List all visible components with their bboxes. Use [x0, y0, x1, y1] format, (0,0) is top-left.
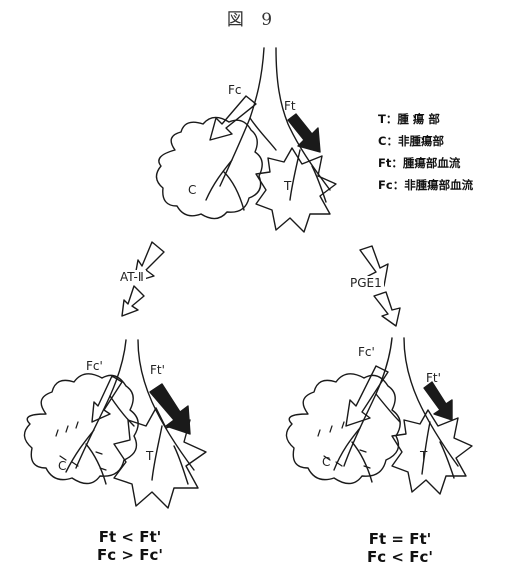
right-tumor [392, 410, 472, 494]
right-agent-label: PGE1 [348, 276, 384, 290]
legend: T：腫 瘍 部 C：非腫瘍部 Ft：腫瘍部血流 Fc：非腫瘍部血流 [378, 108, 473, 196]
right-ft-arrow [424, 382, 452, 420]
top-fc-label: Fc [228, 84, 242, 96]
right-comparison: Ft = Ft' Fc < Fc' [330, 530, 470, 566]
left-comparison: Ft < Ft' Fc > Fc' [60, 528, 200, 564]
left-fc-arrow [92, 376, 122, 422]
right-ft-label: Ft' [426, 372, 441, 384]
top-t-label: T [284, 180, 291, 192]
left-fc-label: Fc' [86, 360, 103, 372]
legend-item: Ft：腫瘍部血流 [378, 152, 473, 174]
right-nontumor-lobe [286, 374, 400, 484]
legend-item: T：腫 瘍 部 [378, 108, 473, 130]
left-nontumor-lobe [24, 374, 138, 484]
left-t-label: T [146, 450, 153, 462]
left-comparison-line2: Fc > Fc' [60, 546, 200, 564]
legend-item: Fc：非腫瘍部血流 [378, 174, 473, 196]
left-comparison-line1: Ft < Ft' [60, 528, 200, 546]
right-fc-arrow [346, 366, 388, 426]
left-agent-label: AT-Ⅱ [118, 270, 146, 284]
right-comparison-line1: Ft = Ft' [330, 530, 470, 548]
left-transition-arrow-lower [122, 286, 144, 316]
top-fc-arrow [210, 96, 256, 140]
top-ft-label: Ft [284, 100, 296, 112]
top-c-label: C [188, 184, 196, 196]
right-fc-label: Fc' [358, 346, 375, 358]
top-nontumor-lobe [156, 117, 262, 218]
right-t-label: T [420, 450, 427, 462]
left-ft-label: Ft' [150, 364, 165, 376]
right-comparison-line2: Fc < Fc' [330, 548, 470, 566]
legend-item: C：非腫瘍部 [378, 130, 473, 152]
left-c-label: C [58, 460, 66, 472]
right-transition-arrow-lower [374, 292, 400, 326]
right-c-label: C [322, 456, 330, 468]
top-tumor [256, 148, 336, 232]
